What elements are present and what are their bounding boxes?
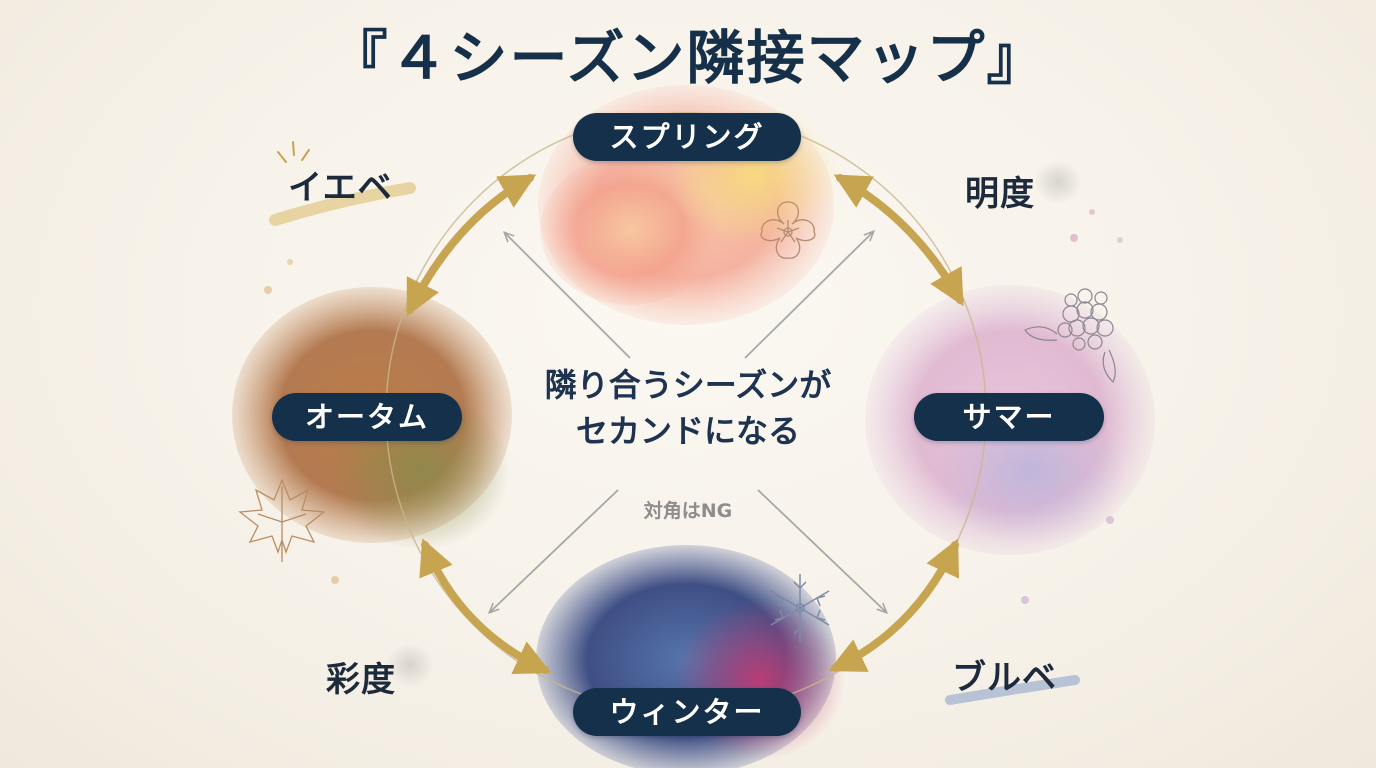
season-pill-summer: サマー (914, 393, 1104, 441)
season-pill-autumn: オータム (272, 393, 462, 441)
page-title: 『４シーズン隣接マップ』 (329, 24, 1047, 92)
arrow-summer-winter (828, 538, 960, 672)
hydrangea-icon (1024, 288, 1116, 384)
sakura-icon (760, 201, 816, 259)
corner-label-saturation: 彩度 (326, 660, 396, 700)
maple-leaf-icon (238, 478, 326, 562)
adjacency-arrows (406, 174, 964, 675)
season-pill-winter: ウィンター (573, 688, 801, 736)
corner-label-brightness: 明度 (965, 174, 1035, 214)
arrow-center-to-bottom-right (757, 489, 886, 612)
center-message-line2: セカンドになる (575, 412, 800, 450)
arrow-center-to-bottom-left (490, 489, 619, 612)
center-message: 隣り合うシーズンが セカンドになる (488, 362, 888, 454)
arrow-spring-autumn (406, 174, 537, 317)
arrow-spring-summer (833, 174, 964, 307)
diagonal-ng-note: 対角はNG (643, 500, 733, 522)
sparkle-icon (277, 141, 310, 163)
arrow-center-to-spring-right (744, 232, 873, 359)
center-message-line1: 隣り合うシーズンが (544, 366, 832, 404)
season-pill-spring: スプリング (573, 113, 801, 161)
snowflake-icon (770, 574, 830, 642)
arrow-autumn-winter (419, 538, 552, 675)
diagonal-arrows (490, 232, 886, 612)
corner-label-blue-base: ブルベ (952, 658, 1057, 698)
corner-label-yellow-base: イエベ (288, 168, 393, 208)
arrow-center-to-spring-left (505, 233, 631, 359)
